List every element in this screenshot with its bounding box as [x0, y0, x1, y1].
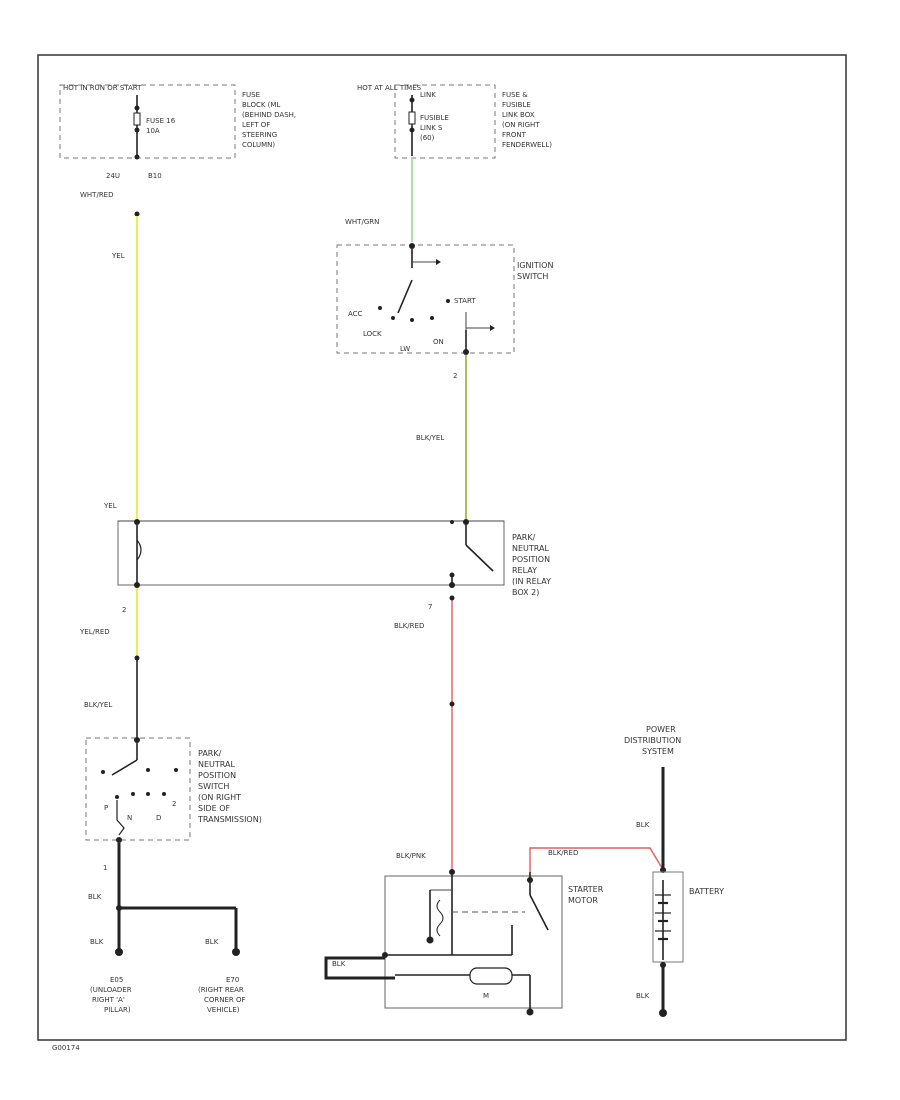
fuse-16-amps: 10A	[146, 127, 160, 135]
ignition-lw: LW	[400, 345, 410, 353]
fusible-link-label-2: LINK S	[420, 124, 443, 132]
fuse-block-desc-5: COLUMN)	[242, 141, 275, 149]
relay-pin-left: 2	[122, 606, 126, 614]
pn-switch-pin: 1	[103, 864, 107, 872]
pn-gear-n: N	[127, 814, 132, 822]
relay-title-3: RELAY	[512, 566, 537, 575]
pn-gear-2: 2	[172, 800, 176, 808]
fuse-block-desc-3: LEFT OF	[242, 121, 270, 129]
wire-batt-red	[529, 847, 663, 872]
fusible-link-desc-0: FUSE &	[502, 91, 528, 99]
fusible-link-desc-4: FRONT	[502, 131, 527, 139]
pn-title-2: POSITION	[198, 771, 236, 780]
pn-title-6: TRANSMISSION)	[197, 815, 262, 824]
relay-wire-left-out: YEL/RED	[79, 628, 110, 636]
relay-title-4: (IN RELAY	[512, 577, 551, 586]
pn-switch-wire-in: BLK/YEL	[84, 701, 112, 709]
relay-left-wire: YEL	[103, 502, 117, 510]
fuse-block-desc-0: FUSE	[242, 91, 260, 99]
relay-title-5: BOX 2)	[512, 588, 539, 597]
diagram-id: G00174	[52, 1044, 80, 1052]
left-wire-top: YEL	[111, 252, 125, 260]
fusible-link-desc-3: (ON RIGHT	[502, 121, 540, 129]
starter-title-1: MOTOR	[568, 896, 598, 905]
fusible-link-desc-5: FENDERWELL)	[502, 141, 552, 149]
fusible-link-wire: WHT/GRN	[345, 218, 379, 226]
fusible-link-desc-2: LINK BOX	[502, 111, 535, 119]
starter-batt-wire: BLK/RED	[548, 849, 578, 857]
ground-left-3: PILLAR)	[104, 1006, 131, 1014]
ignition-title-1: SWITCH	[517, 272, 548, 281]
ground-right-3: VEHICLE)	[207, 1006, 240, 1014]
ground-right-1: (RIGHT REAR	[198, 986, 244, 994]
fuse-block-desc-1: BLOCK (ML	[242, 101, 280, 109]
starter-blk: BLK	[332, 960, 346, 968]
pn-relay: YEL PARK/ NEUTRAL POSITION RELAY (IN REL…	[79, 502, 551, 636]
pn-switch-wire-out: BLK	[88, 893, 102, 901]
relay-title-1: NEUTRAL	[512, 544, 549, 553]
starter-m: M	[483, 992, 489, 1000]
ground-left-wire: BLK	[90, 938, 104, 946]
ignition-title-0: IGNITION	[517, 261, 553, 270]
fusible-link-box: HOT AT ALL TIMES LINK FUSIBLE LINK S (60…	[345, 84, 552, 226]
ignition-lock: LOCK	[363, 330, 382, 338]
fuse-16-label: FUSE 16	[146, 117, 176, 125]
fuse-block-desc-2: (BEHIND DASH,	[242, 111, 296, 119]
fusible-link-amps: (60)	[420, 134, 435, 142]
relay-title-0: PARK/	[512, 533, 536, 542]
fuse-block-pin-right: B10	[148, 172, 162, 180]
pn-title-1: NEUTRAL	[198, 760, 235, 769]
pn-switch: P N D 2 PARK/ NEUTRAL POSITION SWITCH (O…	[85, 737, 262, 901]
fusible-link-desc-1: FUSIBLE	[502, 101, 531, 109]
relay-title-2: POSITION	[512, 555, 550, 564]
power-dist-2: SYSTEM	[642, 747, 674, 756]
power-dist-0: POWER	[646, 725, 676, 734]
diagram-frame	[37, 54, 847, 1041]
power-dist-1: DISTRIBUTION	[624, 736, 681, 745]
ground-left-0: E05	[110, 976, 123, 984]
ignition-switch: ACC LOCK START ON LW IGNITION SWITCH 2 B…	[336, 243, 553, 442]
battery-wire-top: BLK	[636, 821, 650, 829]
fusible-link-label: FUSIBLE	[420, 114, 449, 122]
ground-right-2: CORNER OF	[204, 996, 246, 1004]
pn-gear-p: P	[104, 804, 108, 812]
ignition-wire: BLK/YEL	[416, 434, 444, 442]
fusible-link-header: HOT AT ALL TIMES	[357, 84, 422, 92]
pn-title-0: PARK/	[198, 749, 222, 758]
ground-left-1: (UNLOADER	[90, 986, 132, 994]
ground-wiring: BLK BLK E05 (UNLOADER RIGHT 'A' PILLAR) …	[90, 843, 246, 1014]
fuse-block-pin-left: 24U	[106, 172, 120, 180]
ignition-on: ON	[433, 338, 444, 346]
fuse-block-wire: WHT/RED	[80, 191, 114, 199]
pn-title-4: (ON RIGHT	[198, 793, 241, 802]
fuse-block: HOT IN RUN OR START FUSE 16 10A FUSE BLO…	[59, 84, 296, 199]
starter-title-0: STARTER	[568, 885, 604, 894]
pn-title-3: SWITCH	[198, 782, 229, 791]
ground-right-wire: BLK	[205, 938, 219, 946]
pn-gear-d: D	[156, 814, 161, 822]
ignition-pin: 2	[453, 372, 457, 380]
battery: POWER DISTRIBUTION SYSTEM BLK BATTERY BL…	[624, 725, 724, 1017]
relay-wire-right-out: BLK/RED	[394, 622, 424, 630]
battery-wire-bottom: BLK	[636, 992, 650, 1000]
starter-wire-in: BLK/PNK	[396, 852, 426, 860]
fuse-block-desc-4: STEERING	[242, 131, 277, 139]
battery-label: BATTERY	[689, 887, 724, 896]
fuse-block-header: HOT IN RUN OR START	[63, 84, 142, 92]
ground-left-2: RIGHT 'A'	[92, 996, 125, 1004]
ignition-start: START	[454, 297, 476, 305]
relay-pin-right: 7	[428, 603, 432, 611]
ground-right-0: E70	[226, 976, 239, 984]
fusible-link-fuse-tag: LINK	[420, 91, 436, 99]
starter-motor: BLK/PNK M STARTER MOTOR BLK	[324, 852, 604, 1016]
ignition-acc: ACC	[348, 310, 363, 318]
pn-title-5: SIDE OF	[198, 804, 230, 813]
